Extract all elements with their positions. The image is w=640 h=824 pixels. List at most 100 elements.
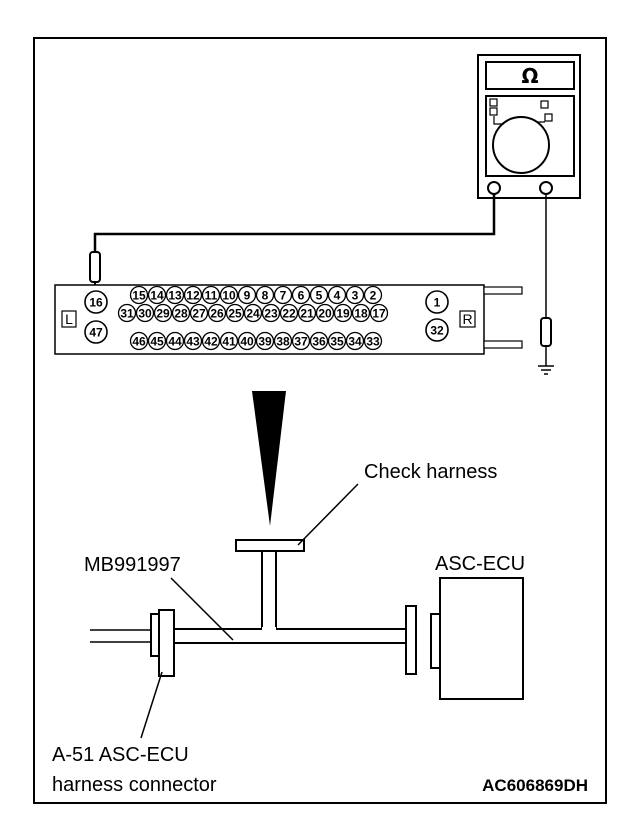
connector-pin-33: 33 xyxy=(363,331,383,351)
svg-text:46: 46 xyxy=(132,335,146,349)
svg-text:10: 10 xyxy=(222,289,236,303)
svg-text:29: 29 xyxy=(156,307,170,321)
svg-text:23: 23 xyxy=(264,307,278,321)
harness-connector-ecu-side xyxy=(405,605,417,675)
svg-text:44: 44 xyxy=(168,335,182,349)
ground-icon xyxy=(538,365,554,375)
connector-pin-34: 34 xyxy=(345,331,365,351)
svg-text:38: 38 xyxy=(276,335,290,349)
connector-pin-9: 9 xyxy=(237,285,257,305)
svg-text:36: 36 xyxy=(312,335,326,349)
svg-text:12: 12 xyxy=(186,289,200,303)
connector-pin-28: 28 xyxy=(171,303,191,323)
connector-pin-7: 7 xyxy=(273,285,293,305)
connector-pin-45: 45 xyxy=(147,331,167,351)
connector-pin-37: 37 xyxy=(291,331,311,351)
side-marker-left xyxy=(61,310,77,328)
probe-tip-pin16 xyxy=(89,251,101,283)
connector-pin-29: 29 xyxy=(153,303,173,323)
svg-text:5: 5 xyxy=(316,289,323,303)
svg-text:47: 47 xyxy=(89,326,103,340)
connector-pin-30: 30 xyxy=(135,303,155,323)
connector-pin-24: 24 xyxy=(243,303,263,323)
svg-text:8: 8 xyxy=(262,289,269,303)
side-marker-right xyxy=(459,310,476,328)
svg-text:43: 43 xyxy=(186,335,200,349)
connector-pin-4: 4 xyxy=(327,285,347,305)
svg-text:31: 31 xyxy=(120,307,134,321)
connector-pin-31: 31 xyxy=(117,303,137,323)
meter-display xyxy=(485,61,575,90)
connector-pin-25: 25 xyxy=(225,303,245,323)
check-harness-label: Check harness xyxy=(364,461,497,483)
connector-pin-39: 39 xyxy=(255,331,275,351)
connector-pin-47: 47 xyxy=(84,320,108,344)
connector-pin-46: 46 xyxy=(129,331,149,351)
svg-text:15: 15 xyxy=(132,289,146,303)
svg-text:19: 19 xyxy=(336,307,350,321)
connector-pin-23: 23 xyxy=(261,303,281,323)
svg-text:6: 6 xyxy=(298,289,305,303)
connector-pin-10: 10 xyxy=(219,285,239,305)
svg-text:13: 13 xyxy=(168,289,182,303)
diagram-frame xyxy=(33,37,607,804)
svg-text:4: 4 xyxy=(334,289,341,303)
ohm-symbol: Ω xyxy=(521,64,538,88)
connector-pin-26: 26 xyxy=(207,303,227,323)
svg-text:18: 18 xyxy=(354,307,368,321)
a51-label-line1: A-51 ASC-ECU xyxy=(52,744,189,766)
connector-pin-19: 19 xyxy=(333,303,353,323)
svg-text:39: 39 xyxy=(258,335,272,349)
svg-text:41: 41 xyxy=(222,335,236,349)
asc-ecu-box xyxy=(439,577,524,700)
svg-text:37: 37 xyxy=(294,335,308,349)
meter-terminal-right xyxy=(539,181,553,195)
connector-pin-42: 42 xyxy=(201,331,221,351)
mb991997-harness xyxy=(171,628,409,644)
svg-text:9: 9 xyxy=(244,289,251,303)
connector-pin-2: 2 xyxy=(363,285,383,305)
svg-text:3: 3 xyxy=(352,289,359,303)
connector-pin-5: 5 xyxy=(309,285,329,305)
connector-pin-17: 17 xyxy=(369,303,389,323)
svg-text:1: 1 xyxy=(434,296,441,310)
svg-text:34: 34 xyxy=(348,335,362,349)
svg-text:16: 16 xyxy=(89,296,103,310)
connector-pin-44: 44 xyxy=(165,331,185,351)
connector-pin-1: 1 xyxy=(425,290,449,314)
connector-pin-12: 12 xyxy=(183,285,203,305)
connector-pin-35: 35 xyxy=(327,331,347,351)
svg-text:22: 22 xyxy=(282,307,296,321)
svg-text:17: 17 xyxy=(372,307,386,321)
svg-text:14: 14 xyxy=(150,289,164,303)
meter-terminal-left xyxy=(487,181,501,195)
svg-text:28: 28 xyxy=(174,307,188,321)
connector-pin-14: 14 xyxy=(147,285,167,305)
connector-pin-8: 8 xyxy=(255,285,275,305)
svg-text:27: 27 xyxy=(192,307,206,321)
harness-connector-a51 xyxy=(150,613,160,657)
probe-lead-wire xyxy=(93,194,496,252)
connector-pin-43: 43 xyxy=(183,331,203,351)
a51-label-line2: harness connector xyxy=(52,774,217,796)
connector-pin-13: 13 xyxy=(165,285,185,305)
connector-pin-41: 41 xyxy=(219,331,239,351)
svg-text:26: 26 xyxy=(210,307,224,321)
connector-pin-16: 16 xyxy=(84,290,108,314)
a51-leader xyxy=(140,671,163,739)
check-harness-terminal xyxy=(235,539,305,552)
connector-pin-11: 11 xyxy=(201,285,221,305)
connector-pin-38: 38 xyxy=(273,331,293,351)
connector-pin-21: 21 xyxy=(297,303,317,323)
svg-text:40: 40 xyxy=(240,335,254,349)
ohmmeter: Ω xyxy=(477,54,581,199)
connector-pin-3: 3 xyxy=(345,285,365,305)
svg-text:35: 35 xyxy=(330,335,344,349)
svg-text:7: 7 xyxy=(280,289,287,303)
mb991997-label: MB991997 xyxy=(84,554,181,576)
connector-pin-6: 6 xyxy=(291,285,311,305)
ground-probe xyxy=(540,317,552,347)
